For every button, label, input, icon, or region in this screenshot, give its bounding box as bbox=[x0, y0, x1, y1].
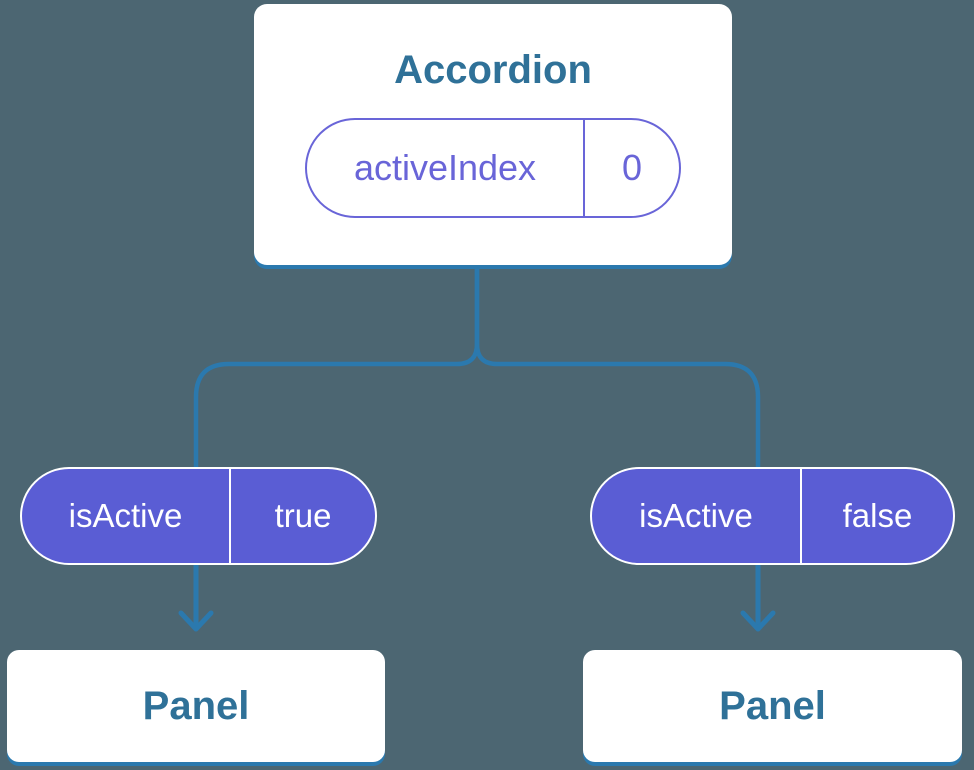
prop-pill-right: isActive false bbox=[590, 467, 955, 565]
component-title: Accordion bbox=[394, 48, 592, 92]
prop-pill-right-divider bbox=[800, 469, 802, 563]
state-pill: activeIndex 0 bbox=[305, 118, 681, 218]
branch-right-line bbox=[474, 255, 761, 473]
panel-card-left: Panel bbox=[7, 650, 385, 762]
prop-name-right: isActive bbox=[639, 497, 753, 534]
branch-left-line bbox=[193, 255, 480, 473]
state-pill-divider bbox=[583, 120, 585, 216]
state-value: 0 bbox=[621, 147, 643, 188]
state-name: activeIndex bbox=[353, 147, 537, 188]
accordion-component-card: Accordion activeIndex 0 bbox=[254, 4, 732, 265]
prop-value-right: false bbox=[842, 497, 913, 534]
prop-pill-left: isActive true bbox=[20, 467, 377, 565]
prop-name-left: isActive bbox=[68, 497, 183, 534]
arrow-right-head-icon bbox=[740, 610, 776, 632]
panel-card-right: Panel bbox=[583, 650, 962, 762]
panel-title-right: Panel bbox=[719, 684, 826, 728]
panel-title-left: Panel bbox=[142, 684, 250, 728]
arrow-left-head-icon bbox=[178, 610, 214, 632]
prop-value-left: true bbox=[274, 497, 332, 534]
prop-pill-left-divider bbox=[229, 469, 231, 563]
